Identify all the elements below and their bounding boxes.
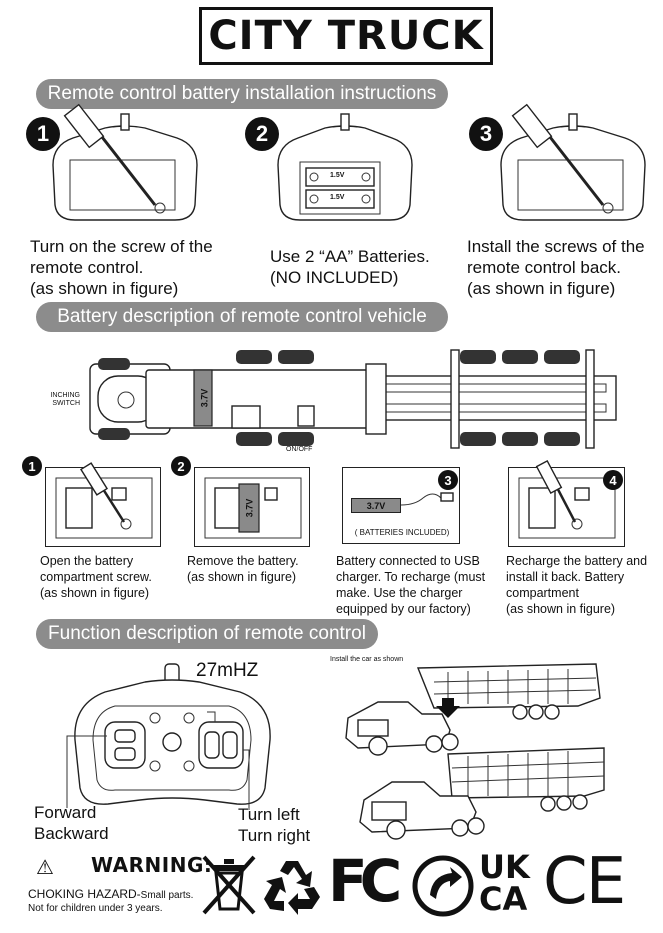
vehicle-step3-panel: 3 3.7V ( BATTERIES INCLUDED) bbox=[342, 467, 460, 544]
aa-battery-label-1: 1.5V bbox=[330, 172, 345, 179]
usb-cable-icon bbox=[400, 492, 454, 506]
backward-label: Backward bbox=[34, 824, 109, 843]
step-number-3: 3 bbox=[469, 117, 503, 151]
title-box: CITY TRUCK bbox=[199, 7, 493, 65]
batteries-included-note: ( BATTERIES INCLUDED) bbox=[354, 528, 450, 537]
section-header-remote-battery: Remote control battery installation inst… bbox=[36, 79, 448, 109]
vehicle-step1-panel bbox=[45, 462, 161, 547]
crossed-bin-icon bbox=[202, 855, 256, 915]
remove-battery-illustration bbox=[204, 477, 302, 539]
section-header-vehicle-battery: Battery description of remote control ve… bbox=[36, 302, 448, 332]
inching-switch-label: INCHING SWITCH bbox=[50, 392, 80, 407]
truck-assembled-illustration bbox=[359, 747, 605, 840]
remote-step1-caption: Turn on the screw of the remote control.… bbox=[30, 237, 213, 298]
vehicle-step-number-2: 2 bbox=[171, 456, 191, 476]
remote-back-step3-illustration bbox=[500, 103, 646, 221]
ce-mark: CE bbox=[543, 845, 626, 919]
vehicle-step4-panel: 4 bbox=[508, 459, 625, 547]
install-car-note: Install the car as shown bbox=[330, 656, 404, 663]
age-warning-text: Not for children under 3 years. bbox=[28, 903, 163, 914]
removed-battery-label: 3.7V bbox=[243, 498, 254, 518]
aa-battery-label-2: 1.5V bbox=[330, 194, 345, 201]
vehicle-battery-label: 3.7V bbox=[199, 388, 210, 408]
forward-label: Forward bbox=[34, 803, 97, 822]
step-number-2: 2 bbox=[245, 117, 279, 151]
section-header-label: Battery description of remote control ve… bbox=[57, 306, 427, 327]
fcc-mark: FC bbox=[328, 847, 402, 915]
remote-step2-caption: Use 2 “AA” Batteries. (NO INCLUDED) bbox=[270, 247, 430, 287]
vehicle-step2-panel: 3.7V bbox=[194, 467, 310, 547]
choking-hazard-text: CHOKING HAZARD-Small parts. bbox=[28, 887, 194, 901]
turn-left-label: Turn left bbox=[238, 805, 300, 824]
green-dot-icon bbox=[412, 855, 474, 917]
warning-triangle-icon: ⚠ bbox=[36, 857, 54, 879]
vehicle-step-number-3: 3 bbox=[438, 470, 458, 490]
on-off-label: ON/OFF bbox=[286, 446, 313, 453]
step-number-1: 1 bbox=[26, 117, 60, 151]
section-header-label: Function description of remote control bbox=[48, 623, 366, 644]
vehicle-step4-caption: Recharge the battery and install it back… bbox=[506, 554, 648, 616]
vehicle-step-number-1: 1 bbox=[22, 456, 42, 476]
remote-control-illustration bbox=[66, 663, 271, 810]
recycle-icon bbox=[264, 861, 320, 915]
open-screw-illustration bbox=[55, 462, 153, 539]
section-header-label: Remote control battery installation inst… bbox=[47, 83, 437, 104]
section-header-function: Function description of remote control bbox=[36, 619, 378, 649]
truck-assembly-illustration bbox=[345, 663, 601, 756]
remote-step3-caption: Install the screws of the remote control… bbox=[467, 237, 645, 298]
install-screw-illustration bbox=[518, 459, 616, 539]
truck-underside-illustration bbox=[89, 349, 617, 449]
remote-back-step1-illustration bbox=[52, 103, 198, 221]
frequency-label: 27mHZ bbox=[196, 660, 259, 681]
vehicle-step2-caption: Remove the battery. (as shown in figure) bbox=[187, 554, 299, 584]
page-title: CITY TRUCK bbox=[208, 13, 484, 59]
warning-title: WARNING: bbox=[91, 853, 213, 877]
charger-battery: 3.7V bbox=[351, 498, 401, 513]
vehicle-step-number-4: 4 bbox=[603, 470, 623, 490]
remote-back-step2-illustration bbox=[277, 113, 413, 221]
vehicle-step1-caption: Open the battery compartment screw. (as … bbox=[40, 554, 152, 600]
vehicle-step3-caption: Battery connected to USB charger. To rec… bbox=[336, 554, 486, 616]
ukca-mark: UK CA bbox=[479, 848, 530, 918]
turn-right-label: Turn right bbox=[238, 826, 311, 845]
